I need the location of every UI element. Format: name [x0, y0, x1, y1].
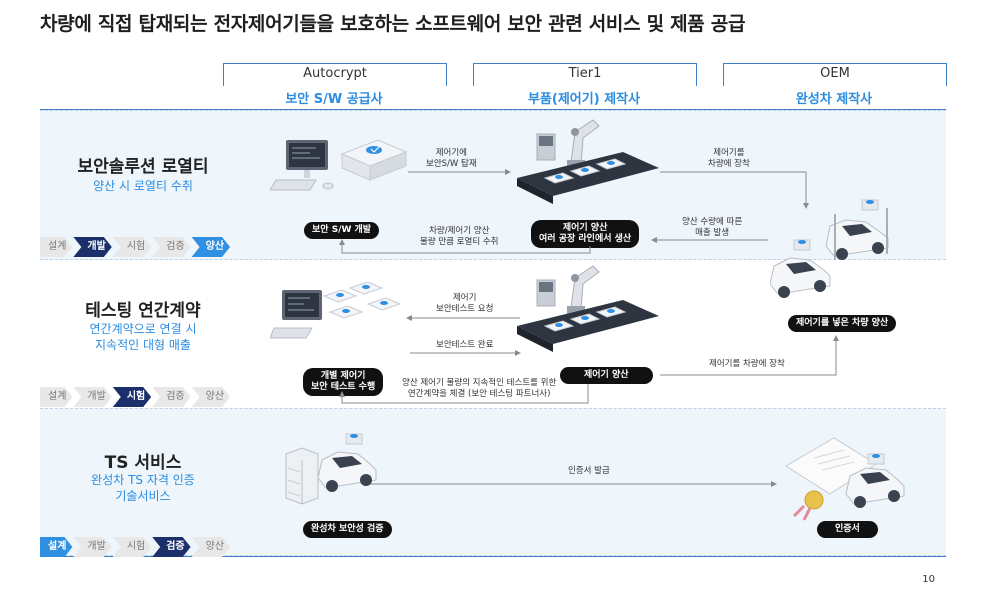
car-icon — [318, 444, 378, 500]
certificate-icon — [780, 436, 910, 522]
car-icon — [770, 196, 900, 306]
conveyor-icon — [513, 296, 663, 356]
arrow-royalty — [342, 240, 590, 253]
computer-icon — [270, 282, 410, 348]
arrow-contract — [342, 384, 588, 403]
controller-icon — [338, 136, 410, 186]
arrow-mount — [660, 336, 836, 375]
conveyor-icon — [513, 148, 663, 208]
